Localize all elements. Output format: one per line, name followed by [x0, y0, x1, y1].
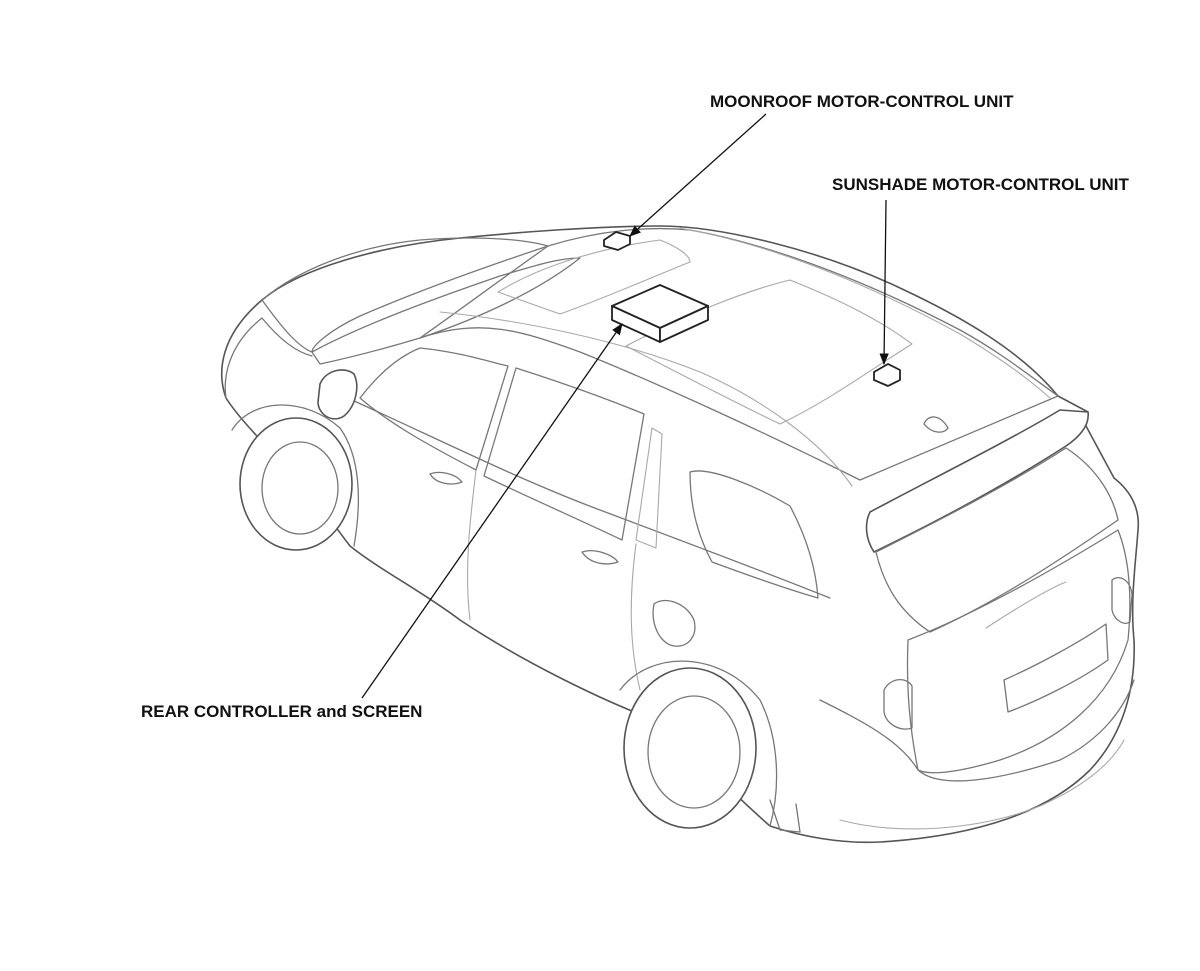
license-plate-recess — [1003, 623, 1109, 713]
rear-mud-flap — [769, 799, 801, 833]
rear-controller-leader-line — [361, 323, 623, 699]
roof-antenna — [923, 416, 949, 433]
side-mirror — [317, 369, 358, 420]
rear-glass — [875, 447, 1119, 633]
roof-rail-right — [679, 227, 1051, 399]
rear-wheel-arch — [619, 660, 778, 827]
body-outline — [220, 225, 1140, 844]
front-door-window — [359, 347, 509, 471]
rear-spoiler — [865, 409, 1089, 553]
rear-wheel-tire — [623, 667, 757, 829]
moonroof-motor-control-unit-label: MOONROOF MOTOR-CONTROL UNIT — [710, 92, 1014, 111]
vehicle-body — [220, 225, 1140, 844]
panoramic-glass — [625, 279, 913, 425]
leader-lines — [361, 113, 889, 699]
beltline — [351, 399, 831, 599]
front-wheel-rim — [261, 441, 339, 535]
rear-wheel-rim — [647, 695, 741, 809]
sunshade-leader-line — [879, 199, 889, 366]
windshield — [311, 257, 581, 365]
moonroof-motor-control-unit — [603, 231, 631, 251]
rear-wiper — [985, 581, 1067, 629]
tailgate — [906, 529, 1131, 774]
component-parts — [603, 231, 901, 387]
right-tail-light — [1111, 577, 1133, 624]
rear-controller-box-side — [659, 305, 709, 343]
front-fascia — [224, 317, 313, 399]
moonroof-glass — [497, 239, 691, 315]
roof-rail-left — [439, 311, 853, 487]
rear-door-handle — [581, 550, 619, 565]
fuel-door — [652, 599, 696, 647]
rear-door-seam — [630, 543, 641, 691]
front-wheel-arch — [231, 404, 360, 547]
rear-controller-and-screen-label: REAR CONTROLLER and SCREEN — [141, 702, 423, 721]
rear-pillar — [635, 427, 663, 549]
left-tail-light — [883, 679, 913, 730]
front-wheel-tire — [239, 417, 353, 551]
moonroof-leader-line — [629, 113, 767, 237]
front-door-handle — [429, 471, 463, 485]
rear-bumper-lower — [839, 739, 1125, 830]
rear-bumper — [819, 679, 1135, 782]
sunshade-motor-control-unit-label: SUNSHADE MOTOR-CONTROL UNIT — [832, 175, 1129, 194]
rear-door-window — [483, 367, 645, 541]
quarter-window — [689, 470, 819, 599]
